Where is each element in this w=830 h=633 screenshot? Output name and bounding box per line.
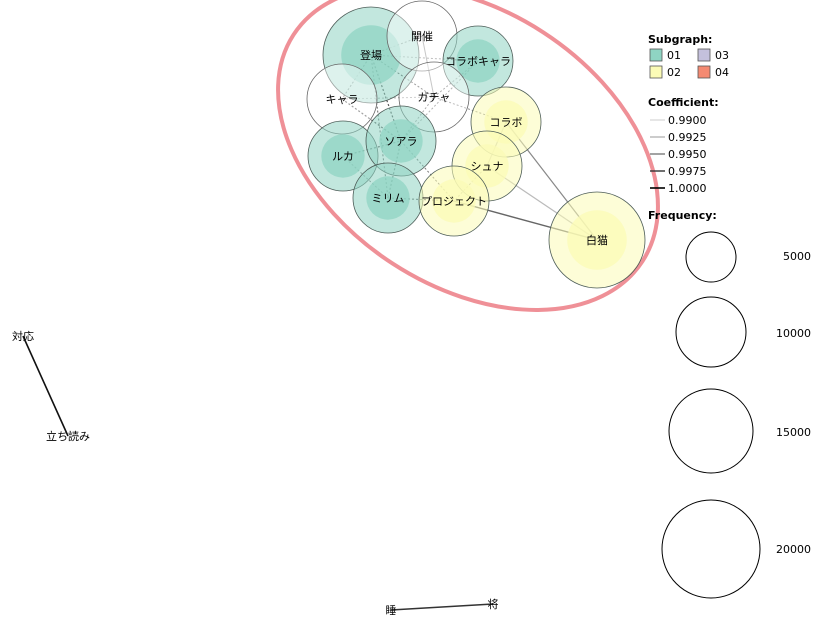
node-label-shironeko: 白猫 [586, 233, 608, 247]
legend-coef-2: 0.9925 [668, 131, 707, 144]
highlight-ellipse [276, 0, 660, 312]
node-ruka: ルカ [307, 120, 379, 192]
node-shironeko: 白猫 [548, 191, 646, 289]
edge-nemui-shou [390, 603, 494, 611]
node-core-touzyou [341, 25, 401, 85]
edge-kaisai-gacha [421, 35, 435, 98]
node-nemui: 睡 [386, 604, 397, 617]
node-label-ruka: ルカ [332, 150, 354, 163]
legend-coefficient-title: Coefficient: [648, 96, 719, 109]
node-kaisai: 開催 [386, 0, 458, 72]
edge-chara-gacha [341, 96, 435, 100]
node-label-collabochara: コラボキャラ [445, 55, 511, 68]
node-project: プロジェクト [418, 165, 490, 237]
node-core-mirimu [366, 176, 410, 220]
legend-freq-circle-5000 [685, 231, 737, 283]
node-label-nemui: 睡 [386, 604, 397, 617]
legend-swatch-02 [649, 65, 663, 79]
node-label-gacha: ガチャ [418, 91, 451, 104]
node-label-touzyou: 登場 [360, 48, 382, 62]
node-core-soara [379, 119, 423, 163]
legend-frequency-title: Frequency: [648, 209, 717, 222]
node-label-project: プロジェクト [421, 195, 487, 208]
legend-subgraph-02: 02 [667, 66, 681, 79]
legend-coef-5: 1.0000 [668, 182, 707, 195]
node-label-tachiyomi: 立ち読み [46, 429, 90, 443]
edge-gacha-collabo [433, 96, 507, 123]
legend-freq-5000: 5000 [783, 250, 811, 263]
node-chara: キャラ [306, 63, 378, 135]
legend-swatch-03 [697, 48, 711, 62]
node-mirimu: ミリム [352, 162, 424, 234]
node-label-kaisai: 開催 [411, 29, 433, 43]
legend-subgraph-title: Subgraph: [648, 33, 712, 46]
legend-subgraph-03: 03 [715, 49, 729, 62]
node-core-shironeko [567, 210, 627, 270]
node-label-taiou: 対応 [12, 329, 34, 343]
legend-freq-circle-20000 [661, 499, 761, 599]
legend-coef-4: 0.9975 [668, 165, 707, 178]
legend-freq-20000: 20000 [776, 543, 811, 556]
legend-swatch-04 [697, 65, 711, 79]
node-touzyou: 登場 [322, 6, 420, 104]
legend-subgraph-04: 04 [715, 66, 729, 79]
node-label-chara: キャラ [326, 93, 359, 106]
node-label-shou: 将 [488, 598, 499, 611]
node-tachiyomi: 立ち読み [46, 429, 90, 443]
legend: Subgraph: 01 03 02 04 Coefficient: 0.990… [648, 33, 811, 599]
legend-freq-circle-10000 [675, 296, 747, 368]
node-collabochara: コラボキャラ [442, 25, 514, 97]
legend-freq-circle-15000 [668, 388, 754, 474]
node-label-shuna: シュナ [471, 160, 504, 173]
node-core-project [432, 179, 476, 223]
node-label-mirimu: ミリム [372, 192, 405, 205]
node-core-ruka [321, 134, 365, 178]
legend-freq-10000: 10000 [776, 327, 811, 340]
node-label-collabo: コラボ [490, 116, 523, 129]
legend-swatch-01 [649, 48, 663, 62]
legend-freq-15000: 15000 [776, 426, 811, 439]
node-core-collabochara [456, 39, 500, 83]
edge-taiou-tachiyomi [22, 335, 69, 437]
node-soara: ソアラ [365, 105, 437, 177]
node-shou: 将 [488, 598, 499, 611]
node-label-soara: ソアラ [385, 135, 418, 148]
node-taiou: 対応 [12, 329, 34, 343]
legend-coef-3: 0.9950 [668, 148, 707, 161]
legend-coef-1: 0.9900 [668, 114, 707, 127]
legend-subgraph-01: 01 [667, 49, 681, 62]
